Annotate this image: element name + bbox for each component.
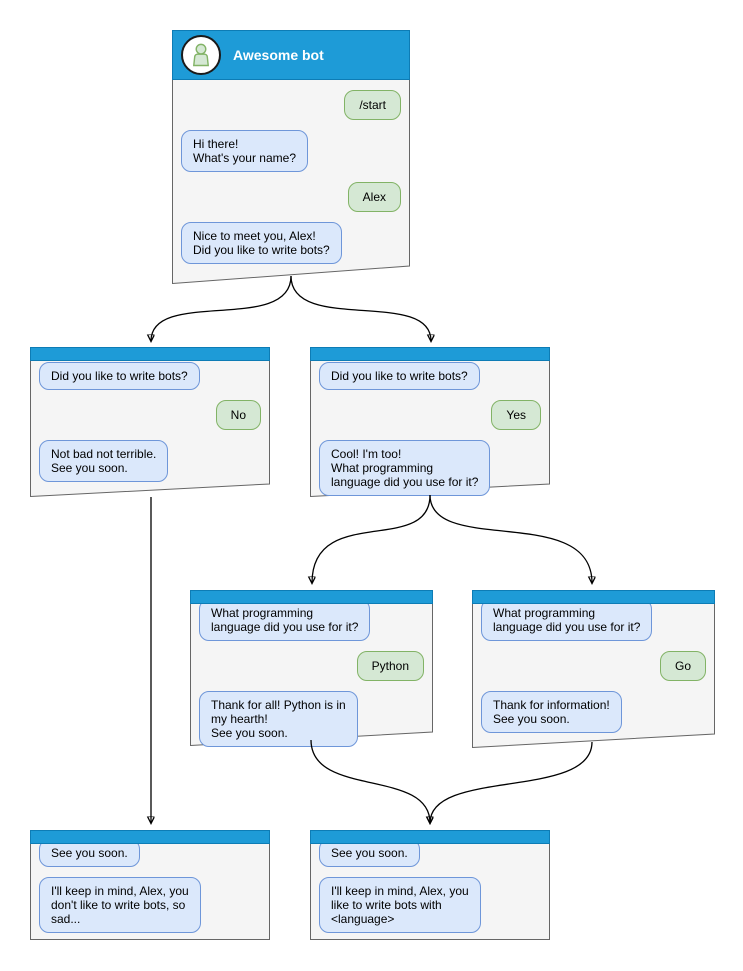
connector-start-to-yes xyxy=(290,275,431,341)
connector-start-to-no xyxy=(151,275,292,341)
connector-yes-to-go xyxy=(429,494,592,583)
user-message: /start xyxy=(344,90,401,120)
bot-message: What programming language did you use fo… xyxy=(481,599,653,641)
bot-message: Did you like to write bots? xyxy=(319,362,480,390)
chat-window-branch-yes: Did you like to write bots? Yes Cool! I'… xyxy=(310,347,550,497)
bot-message: Not bad not terrible. See you soon. xyxy=(39,440,169,482)
bot-title: Awesome bot xyxy=(233,47,324,63)
connector-yes-to-python xyxy=(312,494,431,583)
chat-window-start: Awesome bot /start Hi there! What's your… xyxy=(172,30,410,284)
window-header xyxy=(190,590,433,604)
message-list: See you soon. I'll keep in mind, Alex, y… xyxy=(31,839,269,943)
bot-message: Did you like to write bots? xyxy=(39,362,200,390)
bot-message: Hi there! What's your name? xyxy=(181,130,309,172)
chat-window-end-language: See you soon. I'll keep in mind, Alex, y… xyxy=(310,830,550,940)
message-list: Did you like to write bots? No Not bad n… xyxy=(31,361,269,492)
connector-go-to-end xyxy=(430,741,593,823)
bot-message: Nice to meet you, Alex! Did you like to … xyxy=(181,222,342,264)
user-message: Go xyxy=(659,651,706,681)
chat-window-python: What programming language did you use fo… xyxy=(190,590,433,747)
user-message: Yes xyxy=(491,400,541,430)
window-header xyxy=(472,590,715,604)
chat-window-go: What programming language did you use fo… xyxy=(472,590,715,748)
message-list: What programming language did you use fo… xyxy=(191,599,432,757)
user-message: Alex xyxy=(347,182,401,212)
bot-message: Thank for information! See you soon. xyxy=(481,691,622,733)
bot-message: Thank for all! Python is in my hearth! S… xyxy=(199,691,358,747)
message-list: What programming language did you use fo… xyxy=(473,599,714,743)
chat-window-branch-no: Did you like to write bots? No Not bad n… xyxy=(30,347,270,497)
window-header xyxy=(310,830,550,844)
bot-message: What programming language did you use fo… xyxy=(199,599,371,641)
bot-message: Cool! I'm too! What programming language… xyxy=(319,440,491,496)
message-list: Did you like to write bots? Yes Cool! I'… xyxy=(311,361,549,506)
bot-message: I'll keep in mind, Alex, you don't like … xyxy=(39,877,201,933)
window-header xyxy=(30,347,270,361)
user-message: No xyxy=(215,400,261,430)
message-list: See you soon. I'll keep in mind, Alex, y… xyxy=(311,839,549,943)
user-message: Python xyxy=(356,651,424,681)
person-icon xyxy=(192,43,210,67)
bot-avatar xyxy=(181,35,221,75)
bot-message: I'll keep in mind, Alex, you like to wri… xyxy=(319,877,481,933)
window-header: Awesome bot xyxy=(172,30,410,80)
message-list: /start Hi there! What's your name? Alex … xyxy=(173,80,409,274)
chat-window-end-no: See you soon. I'll keep in mind, Alex, y… xyxy=(30,830,270,940)
window-header xyxy=(310,347,550,361)
window-header xyxy=(30,830,270,844)
